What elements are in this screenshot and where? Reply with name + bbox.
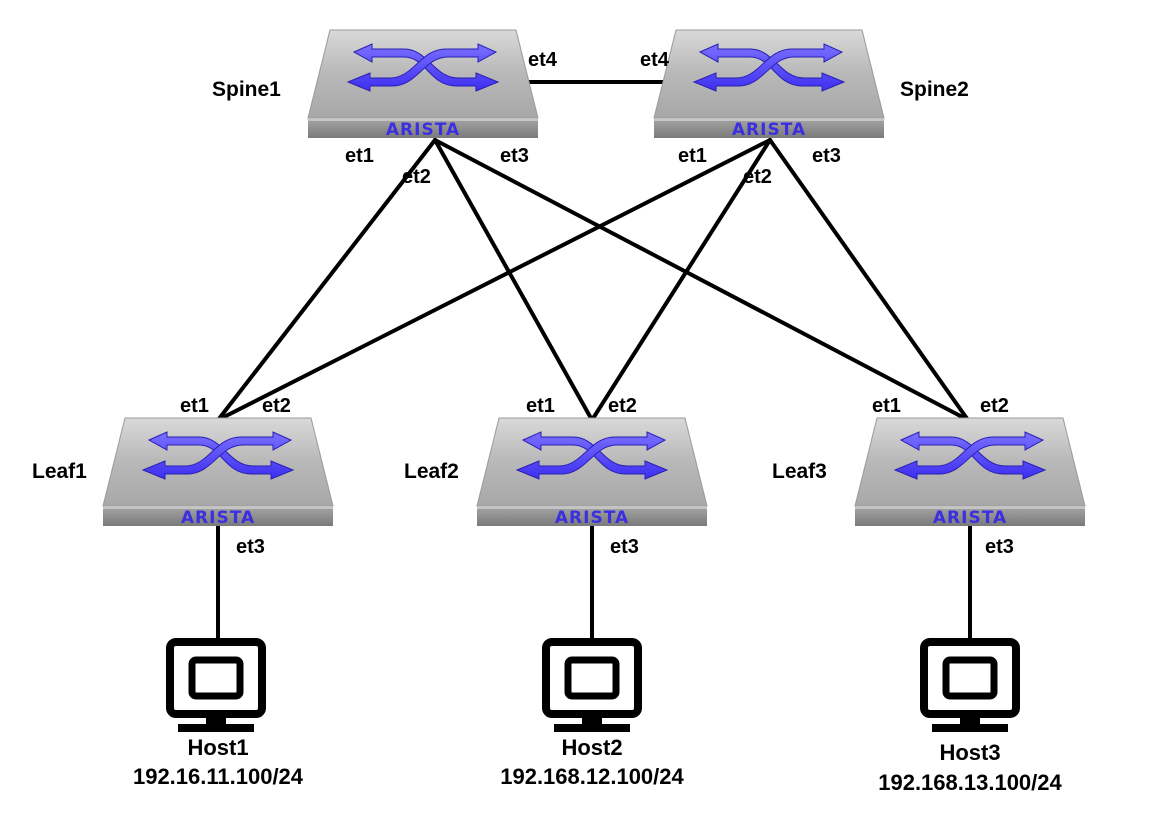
link-spine2-leaf1 [216,138,772,422]
host3[interactable] [924,642,1016,732]
host2-ip: 192.168.12.100/24 [500,764,684,789]
computer-monitor-icon [924,642,1016,732]
leaf2-brand: ARISTA [555,508,629,528]
leaf3-brand: ARISTA [933,508,1007,528]
leaf1-switch[interactable]: ARISTA [102,417,334,528]
link-spine2-leaf3 [768,138,970,422]
spine1-port-et1: et1 [345,145,374,167]
spine1-port-et2: et2 [402,166,431,188]
host3-ip: 192.168.13.100/24 [878,770,1062,795]
leaf1-port-et1: et1 [180,395,209,417]
spine2-port-et4: et4 [640,49,670,71]
spine1-label: Spine1 [212,78,281,101]
link-spine1-leaf3 [433,138,970,422]
link-spine1-leaf1 [216,138,437,422]
leaf2-port-et2: et2 [608,395,637,417]
leaf2-port-et3: et3 [610,536,639,558]
leaf2-label: Leaf2 [404,460,459,483]
host1[interactable] [170,642,262,732]
leaf1-brand: ARISTA [181,508,255,528]
computer-monitor-icon [546,642,638,732]
leaf3-port-et2: et2 [980,395,1009,417]
host1-ip: 192.16.11.100/24 [133,764,304,789]
leaf3-label: Leaf3 [772,460,827,483]
links [216,80,972,642]
link-spine2-leaf2 [590,138,772,422]
leaf3-port-et3: et3 [985,536,1014,558]
spine1-switch[interactable]: ARISTA [307,29,539,140]
spine2-switch[interactable]: ARISTA [653,29,885,140]
leaf2-port-et1: et1 [526,395,555,417]
host2[interactable] [546,642,638,732]
computer-monitor-icon [170,642,262,732]
spine2-port-et2: et2 [743,166,772,188]
leaf3-switch[interactable]: ARISTA [854,417,1086,528]
spine2-brand: ARISTA [732,120,806,140]
spine1-brand: ARISTA [386,120,460,140]
spine2-label: Spine2 [900,78,969,101]
link-spine1-leaf2 [433,138,594,422]
leaf1-port-et2: et2 [262,395,291,417]
host1-label: Host1 [187,735,248,760]
leaf2-switch[interactable]: ARISTA [476,417,708,528]
spine2-port-et1: et1 [678,145,707,167]
spine2-port-et3: et3 [812,145,841,167]
leaf1-port-et3: et3 [236,536,265,558]
leaf3-port-et1: et1 [872,395,901,417]
spine1-port-et3: et3 [500,145,529,167]
spine1-port-et4: et4 [528,49,558,71]
host3-label: Host3 [939,740,1000,765]
host2-label: Host2 [561,735,622,760]
leaf1-label: Leaf1 [32,460,87,483]
